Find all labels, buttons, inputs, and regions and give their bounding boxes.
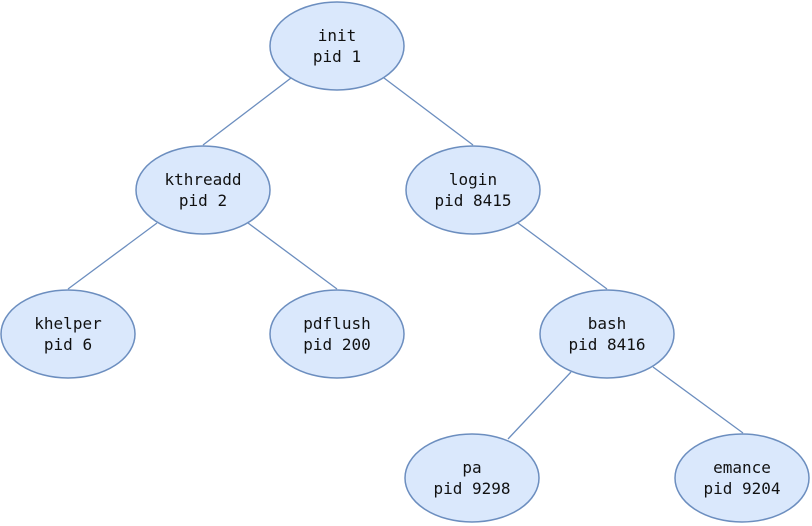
edge-kthreadd-pdflush bbox=[247, 222, 338, 290]
node-pa-name: pa bbox=[462, 458, 481, 477]
node-pa-pid: pid 9298 bbox=[433, 479, 510, 498]
node-khelper-ellipse bbox=[0, 289, 136, 379]
edge-kthreadd-khelper bbox=[67, 222, 158, 290]
node-login-ellipse bbox=[405, 145, 541, 235]
node-init-name: init bbox=[318, 26, 357, 45]
node-emance-pid: pid 9204 bbox=[703, 479, 780, 498]
node-bash-ellipse bbox=[539, 289, 675, 379]
node-login-pid: pid 8415 bbox=[434, 191, 511, 210]
node-khelper-name: khelper bbox=[34, 314, 102, 333]
node-pa-ellipse bbox=[404, 433, 540, 523]
node-khelper[interactable]: khelper pid 6 bbox=[0, 289, 136, 379]
edge-init-kthreadd bbox=[202, 77, 292, 146]
node-emance[interactable]: emance pid 9204 bbox=[674, 433, 810, 523]
node-pdflush-name: pdflush bbox=[303, 314, 370, 333]
node-init[interactable]: init pid 1 bbox=[269, 1, 405, 91]
edges-layer bbox=[67, 77, 744, 440]
node-pdflush-ellipse bbox=[269, 289, 405, 379]
edge-bash-pa bbox=[507, 371, 572, 440]
node-bash-name: bash bbox=[588, 314, 627, 333]
node-kthreadd-ellipse bbox=[135, 145, 271, 235]
node-emance-name: emance bbox=[713, 458, 771, 477]
node-bash[interactable]: bash pid 8416 bbox=[539, 289, 675, 379]
node-login[interactable]: login pid 8415 bbox=[405, 145, 541, 235]
node-init-pid: pid 1 bbox=[313, 47, 361, 66]
node-kthreadd-name: kthreadd bbox=[164, 170, 241, 189]
node-kthreadd-pid: pid 2 bbox=[179, 191, 227, 210]
node-bash-pid: pid 8416 bbox=[568, 335, 645, 354]
node-login-name: login bbox=[449, 170, 497, 189]
node-pdflush[interactable]: pdflush pid 200 bbox=[269, 289, 405, 379]
edge-bash-emance bbox=[652, 366, 744, 434]
node-kthreadd[interactable]: kthreadd pid 2 bbox=[135, 145, 271, 235]
node-pa[interactable]: pa pid 9298 bbox=[404, 433, 540, 523]
node-khelper-pid: pid 6 bbox=[44, 335, 92, 354]
node-pdflush-pid: pid 200 bbox=[303, 335, 370, 354]
edge-login-bash bbox=[517, 222, 608, 290]
node-init-ellipse bbox=[269, 1, 405, 91]
node-emance-ellipse bbox=[674, 433, 810, 523]
edge-init-login bbox=[383, 77, 474, 146]
